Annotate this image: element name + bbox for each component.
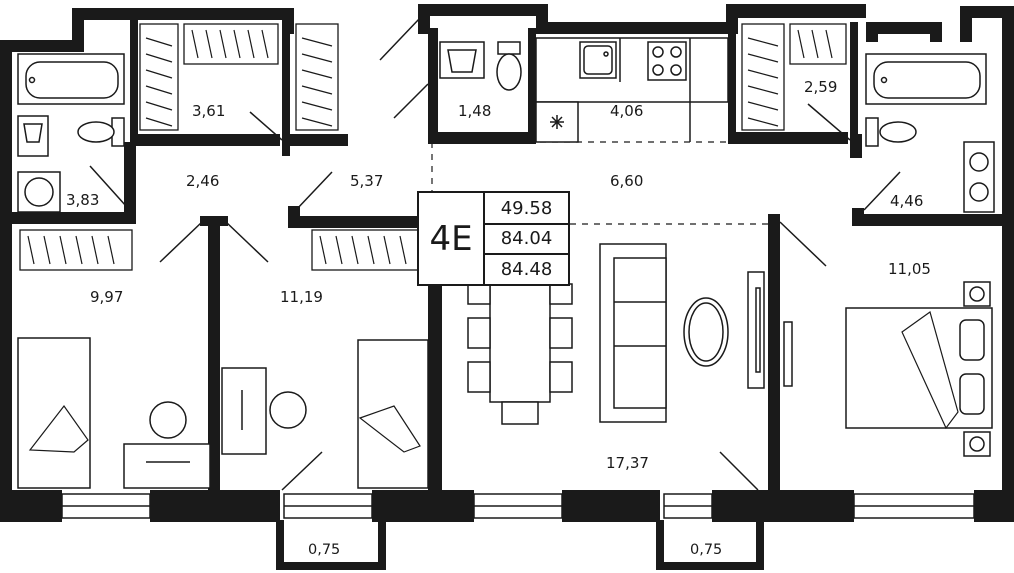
total-area-value: 84.04 xyxy=(485,223,568,255)
area-wardrobe-right: 2,59 xyxy=(804,78,837,96)
area-living-room: 17,37 xyxy=(606,454,649,472)
total-area-with-balconies-value: 84.48 xyxy=(500,258,553,280)
hangers xyxy=(27,29,833,265)
area-hall-left: 2,46 xyxy=(186,172,219,190)
zone-lines xyxy=(431,141,768,225)
area-master-bedroom: 11,05 xyxy=(888,260,931,278)
area-balcony-left: 0,75 xyxy=(308,542,340,558)
area-wardrobe-left: 3,61 xyxy=(192,102,225,120)
area-hall-center: 5,37 xyxy=(350,172,383,190)
walls xyxy=(0,4,1014,570)
area-kitchen: 4,06 xyxy=(610,102,643,120)
area-bedroom-1: 9,97 xyxy=(90,288,123,306)
doors xyxy=(89,17,901,491)
blanket-folds xyxy=(28,311,959,453)
area-bathroom-left: 3,83 xyxy=(66,191,99,209)
apartment-type-code: 4E xyxy=(419,193,485,284)
area-toilet: 1,48 xyxy=(458,102,491,120)
windows xyxy=(61,493,975,519)
area-bedroom-2: 11,19 xyxy=(280,288,323,306)
area-hall-main: 6,60 xyxy=(610,172,643,190)
living-area-value: 49.58 xyxy=(485,193,568,225)
apartment-info-badge: 4E 49.58 84.04 84.48 xyxy=(417,191,570,286)
area-bathroom-right: 4,46 xyxy=(890,192,923,210)
area-balcony-right: 0,75 xyxy=(690,542,722,558)
